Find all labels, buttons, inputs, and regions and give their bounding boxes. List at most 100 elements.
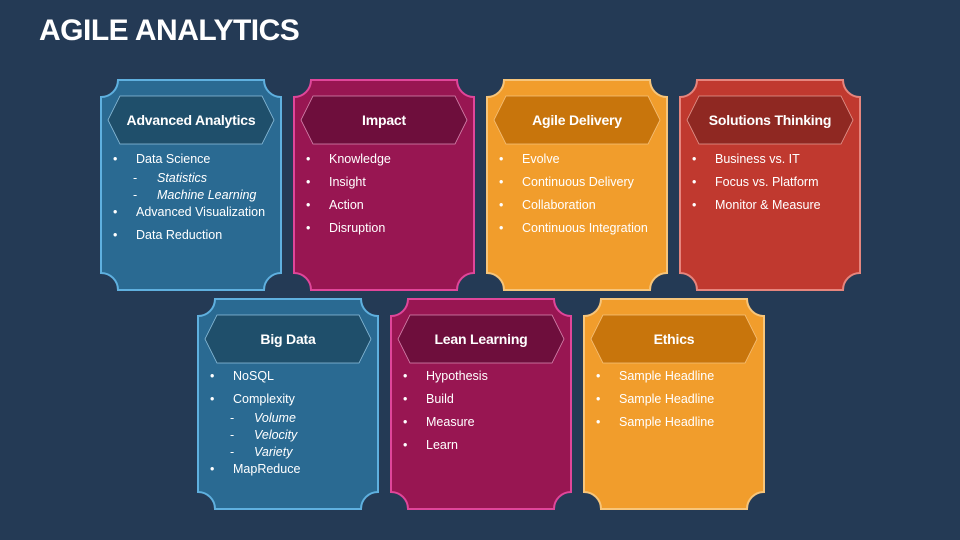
bullet-icon: • (210, 462, 215, 476)
item-text: Action (329, 198, 364, 212)
item-text: Advanced Visualization (136, 205, 266, 219)
bullet-icon: • (403, 415, 408, 429)
item-text: Evolve (522, 152, 560, 166)
list-item: • Complexity (210, 392, 372, 407)
card-header-hexagon: Solutions Thinking (686, 95, 854, 145)
item-text: Data Science (136, 152, 211, 166)
list-item: • Action (306, 198, 468, 213)
item-text: Focus vs. Platform (715, 175, 819, 189)
card-item-list: •Sample Headline•Sample Headline•Sample … (596, 369, 758, 438)
card-title: Advanced Analytics (126, 112, 256, 128)
bullet-icon: • (403, 392, 408, 406)
sub-list-item: - Machine Learning (113, 188, 275, 203)
item-text: Statistics (157, 171, 208, 185)
bullet-icon: • (403, 438, 408, 452)
hexagon-shape (107, 95, 275, 145)
list-item: •NoSQL (210, 369, 372, 384)
item-text: Build (426, 392, 454, 406)
list-item: • Sample Headline (596, 369, 758, 384)
item-text: Monitor & Measure (715, 198, 821, 212)
list-item: • Collaboration (499, 198, 661, 213)
bullet-icon: • (306, 175, 311, 189)
sub-list-item: - Volume (210, 411, 372, 426)
card-item-list: •Hypothesis•Build•Measure•Learn (403, 369, 565, 461)
item-text: Volume (254, 411, 296, 425)
dash-icon: - (230, 411, 235, 425)
card-title: Ethics (653, 331, 695, 347)
list-item: •Learn (403, 438, 565, 453)
item-text: Complexity (233, 392, 295, 406)
sub-list-item: -Variety (210, 445, 372, 460)
bullet-icon: • (692, 175, 697, 189)
dash-icon: - (230, 445, 235, 459)
bullet-icon: • (403, 369, 408, 383)
card-header-hexagon: Impact (300, 95, 468, 145)
card-item-list: •NoSQL•Complexity-Volume-Velocity-Variet… (210, 369, 372, 485)
item-text: Velocity (254, 428, 298, 442)
item-text: NoSQL (233, 369, 274, 383)
item-text: Continuous Integration (522, 221, 648, 235)
card-big-data: Big Data•NoSQL•Complexity-Volume-Velocit… (197, 298, 379, 510)
card-title: Agile Delivery (532, 112, 622, 128)
dash-icon: - (133, 188, 138, 202)
card-solutions-thinking: Solutions Thinking • Business vs. IT • Focus… (679, 79, 861, 291)
card-title: Big Data (260, 331, 316, 347)
card-header-hexagon: Big Data (204, 314, 372, 364)
card-title: Impact (362, 112, 406, 128)
item-text: Knowledge (329, 152, 391, 166)
bullet-icon: • (113, 228, 118, 242)
bullet-icon: • (499, 198, 504, 212)
list-item: •Continuous Delivery (499, 175, 661, 190)
list-item: •Hypothesis (403, 369, 565, 384)
bullet-icon: • (306, 221, 311, 235)
item-text: Continuous Delivery (522, 175, 634, 189)
list-item: • Build (403, 392, 565, 407)
list-item: •Insight (306, 175, 468, 190)
item-text: Machine Learning (157, 188, 257, 202)
hexagon-shape (300, 95, 468, 145)
hexagon-shape (397, 314, 565, 364)
item-text: Sample Headline (619, 392, 715, 406)
item-text: Data Reduction (136, 228, 223, 242)
item-text: Business vs. IT (715, 152, 800, 166)
card-item-list: • Evolve •Continuous Delivery • Collaboratio… (499, 152, 661, 244)
bullet-icon: • (210, 392, 215, 406)
card-advanced-analytics: Advanced Analytics•Data Science-Statisti… (100, 79, 282, 291)
item-text: Sample Headline (619, 369, 715, 383)
item-text: Collaboration (522, 198, 596, 212)
card-item-list: •Knowledge•Insight•Action•Disruption (306, 152, 468, 244)
card-ethics: Ethics•Sample Headline•Sample Headline•S… (583, 298, 765, 510)
card-agile-delivery: Agile Delivery•Evolve•Continuous Deliver… (486, 79, 668, 291)
bullet-icon: • (596, 392, 601, 406)
list-item: • Evolve (499, 152, 661, 167)
hexagon-shape (493, 95, 661, 145)
item-text: MapReduce (233, 462, 301, 476)
dash-icon: - (230, 428, 235, 442)
hexagon-shape (590, 314, 758, 364)
sub-list-item: -Statistics (113, 171, 275, 186)
list-item: •Continuous Integration (499, 221, 661, 236)
list-item: • Data Reduction (113, 228, 275, 243)
bullet-icon: • (596, 369, 601, 383)
list-item: •Sample Headline (596, 415, 758, 430)
list-item: •Disruption (306, 221, 468, 236)
hexagon-shape (204, 314, 372, 364)
card-title: Solutions Thinking (708, 112, 832, 128)
bullet-icon: • (596, 415, 601, 429)
list-item: • Data Science (113, 152, 275, 167)
list-item: • Advanced Visualization (113, 205, 275, 220)
card-header-hexagon: Ethics (590, 314, 758, 364)
slide-title: AGILE ANALYTICS (39, 14, 300, 47)
bullet-icon: • (692, 152, 697, 166)
bullet-icon: • (113, 205, 118, 219)
list-item: • Business vs. IT (692, 152, 854, 167)
bullet-icon: • (499, 152, 504, 166)
card-header-hexagon: Advanced Analytics (107, 95, 275, 145)
card-impact: Impact•Knowledge•Insight•Action•Disrupti… (293, 79, 475, 291)
list-item: • MapReduce (210, 462, 372, 477)
bullet-icon: • (692, 198, 697, 212)
bullet-icon: • (306, 198, 311, 212)
sub-list-item: - Velocity (210, 428, 372, 443)
bullet-icon: • (113, 152, 118, 166)
card-item-list: • Business vs. IT • Focus vs. Platform • Moni… (692, 152, 854, 221)
